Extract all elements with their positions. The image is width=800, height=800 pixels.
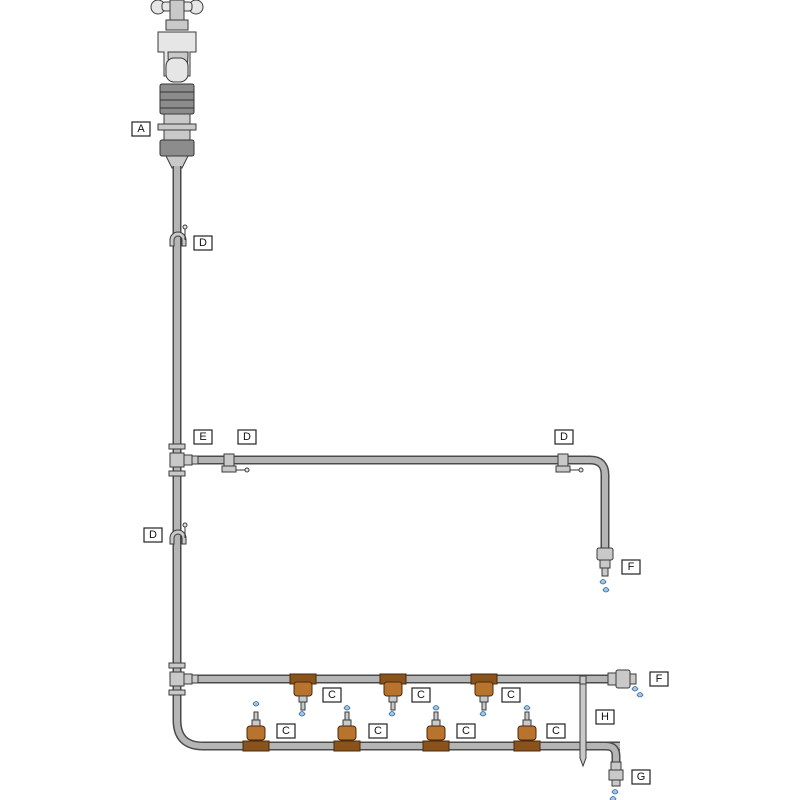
label-c-6: C [456,723,476,739]
label-f-1: F [621,559,641,575]
tee-connector-e [168,443,199,477]
svg-text:C: C [552,725,560,737]
end-elbow-g [605,741,621,762]
tee-connector-lower [168,662,199,696]
dripper-lower-4 [513,705,541,752]
svg-text:D: D [199,237,207,249]
svg-text:E: E [199,431,206,443]
dripper-upper-3 [470,673,498,717]
svg-text:A: A [137,123,145,135]
label-f-2: F [649,671,669,687]
label-c-4: C [276,723,296,739]
svg-text:F: F [628,561,635,573]
svg-text:C: C [462,725,470,737]
label-g: G [631,769,651,785]
support-stake [579,675,587,768]
label-d-3: D [554,429,574,445]
faucet [150,0,204,83]
dripper-upper-2 [379,673,407,717]
end-emitter-f-upper [596,547,614,593]
label-c-2: C [411,687,431,703]
label-d-4: D [143,527,163,543]
label-c-7: C [546,723,566,739]
end-emitter-f-lower [607,669,644,698]
pipe-clip-3 [221,453,250,473]
filter-assembly [157,83,197,169]
label-d-1: D [193,235,213,251]
label-d-2: D [237,429,257,445]
svg-text:C: C [282,725,290,737]
label-c-5: C [368,723,388,739]
svg-text:H: H [601,711,609,723]
label-a: A [131,121,151,137]
svg-text:C: C [507,689,515,701]
dripper-lower-2 [333,705,361,752]
main-supply-pipe [172,166,620,751]
upper-branch-pipe [184,455,610,548]
dripper-lower-1 [242,701,270,752]
end-fitting-g [608,761,624,800]
label-e: E [193,429,213,445]
label-h: H [595,709,615,725]
pipe-clip-1 [169,224,188,247]
dripper-upper-1 [289,673,317,717]
svg-text:F: F [656,673,663,685]
label-c-1: C [322,687,342,703]
svg-text:G: G [637,771,646,783]
svg-text:C: C [374,725,382,737]
pipe-clip-2 [169,522,188,545]
svg-text:C: C [328,689,336,701]
dripper-lower-3 [422,705,450,752]
pipe-clip-4 [555,453,584,473]
label-c-3: C [501,687,521,703]
svg-text:C: C [417,689,425,701]
svg-text:D: D [243,431,251,443]
svg-text:D: D [560,431,568,443]
svg-text:D: D [149,529,157,541]
